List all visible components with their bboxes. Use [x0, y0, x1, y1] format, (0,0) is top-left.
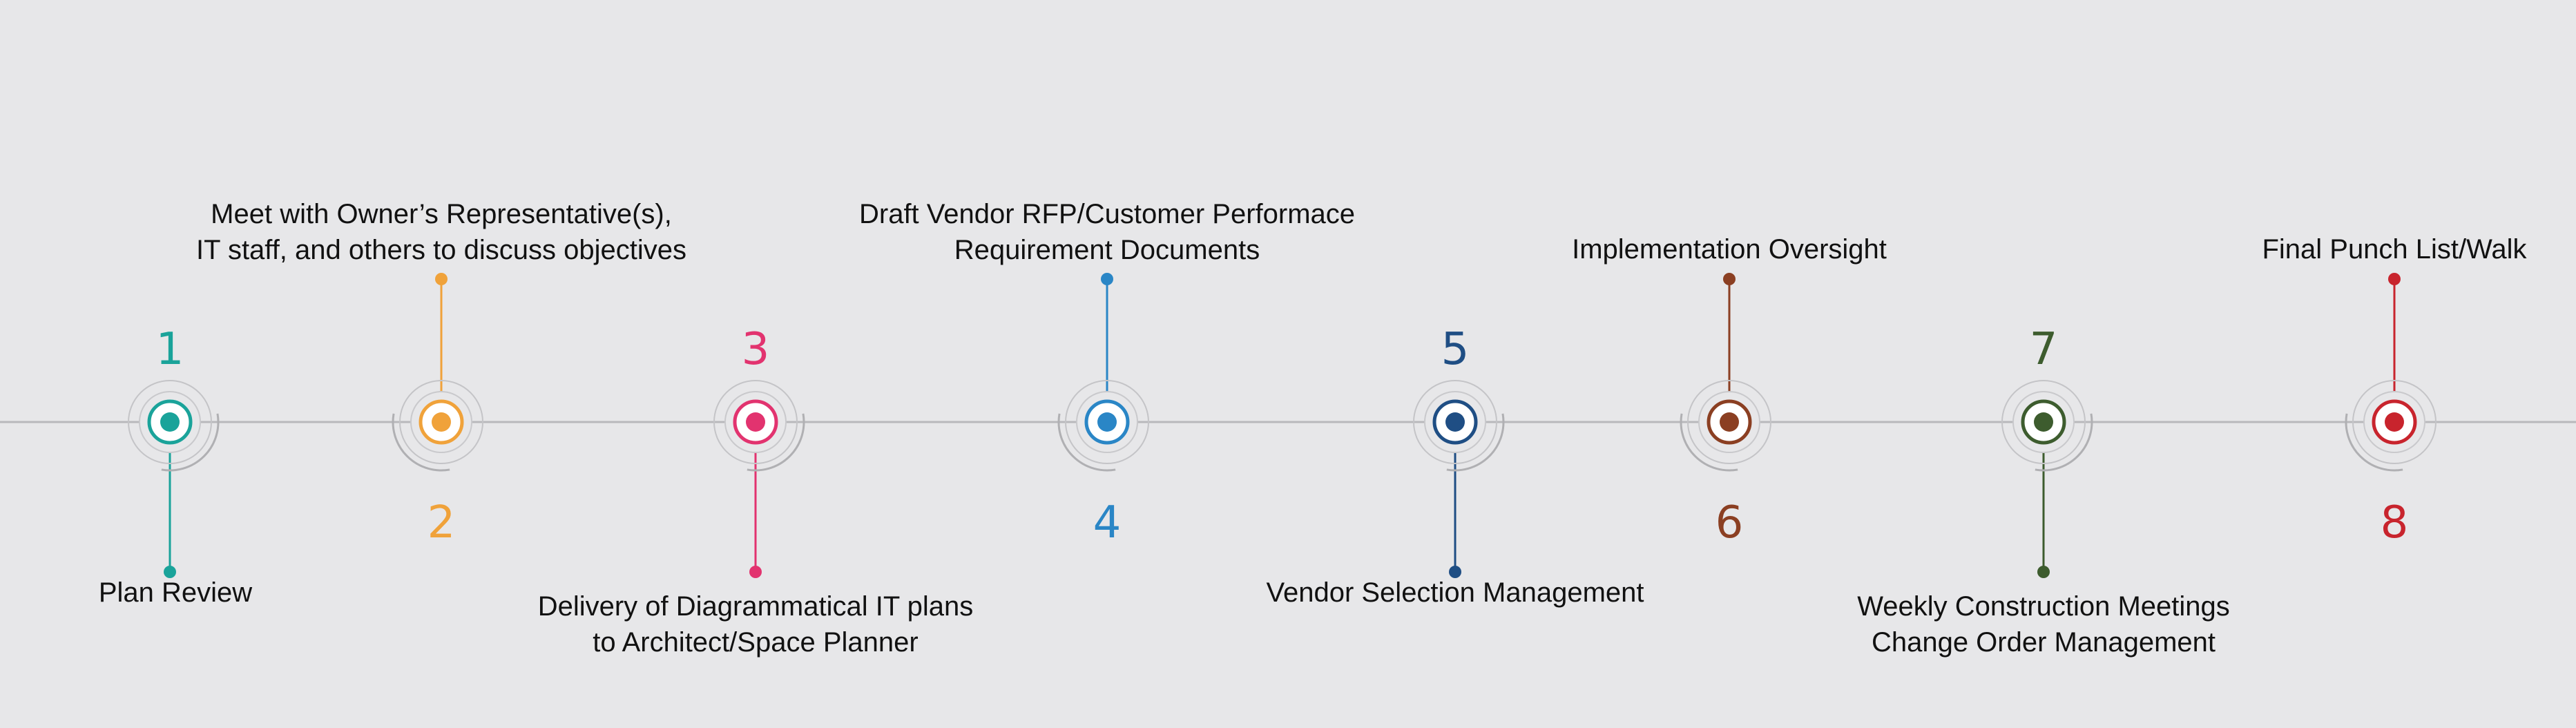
step-label: Meet with Owner’s Representative(s), IT s… [196, 196, 686, 268]
step-label-line: Final Punch List/Walk [2262, 234, 2527, 265]
step-connector-dot [1101, 273, 1113, 285]
step-number: 1 [155, 324, 184, 375]
step-label-line: Implementation Oversight [1572, 234, 1887, 265]
step-marker-dot [746, 412, 765, 432]
step-label-line: IT staff, and others to discuss objectiv… [196, 235, 686, 265]
step-marker-outer-ring [1687, 380, 1771, 464]
step-connector-dot [1449, 566, 1461, 578]
step-marker-arc [1057, 413, 1116, 472]
timeline-step-6 [1680, 273, 1771, 472]
step-label-line: Delivery of Diagrammatical IT plans [537, 591, 974, 622]
step-label: Final Punch List/Walk [2262, 231, 2526, 267]
step-connector-dot [2037, 566, 2050, 578]
step-marker-outer-ring [713, 380, 798, 464]
step-label: Delivery of Diagrammatical IT plans to Ar… [538, 588, 974, 660]
step-connector-dot [1723, 273, 1736, 285]
step-marker-dot [1445, 412, 1465, 432]
step-number: 6 [1715, 497, 1744, 548]
step-marker-outer-ring [128, 380, 212, 464]
step-number: 3 [741, 324, 770, 375]
step-label: Implementation Oversight [1572, 231, 1887, 267]
step-connector-dot [435, 273, 448, 285]
step-number: 8 [2380, 497, 2409, 548]
step-marker-arc [747, 413, 805, 472]
timeline-step-7 [2001, 380, 2093, 578]
step-marker-arc [392, 413, 450, 472]
timeline-step-2 [392, 273, 483, 472]
step-marker-dot [1097, 412, 1117, 432]
timeline-step-5 [1413, 380, 1505, 578]
step-marker-arc [1680, 413, 1738, 472]
timeline-step-8 [2345, 273, 2436, 472]
step-marker-outer-ring [2352, 380, 2436, 464]
step-number: 4 [1093, 497, 1122, 548]
step-marker-arc [1446, 413, 1505, 472]
step-connector-dot [749, 566, 762, 578]
step-number: 5 [1441, 324, 1470, 375]
step-connector-dot [2388, 273, 2401, 285]
step-marker-dot [432, 412, 451, 432]
step-label-line: Plan Review [98, 577, 253, 608]
step-marker-outer-ring [399, 380, 483, 464]
step-marker-outer-ring [1065, 380, 1149, 464]
step-number: 7 [2029, 324, 2058, 375]
step-marker-dot [160, 412, 180, 432]
timeline-step-3 [713, 380, 805, 578]
step-label-line: Meet with Owner’s Representative(s), [211, 199, 672, 229]
step-marker-dot [1720, 412, 1739, 432]
step-marker-dot [2385, 412, 2404, 432]
step-marker-arc [2035, 413, 2093, 472]
step-label: Vendor Selection Management [1266, 575, 1644, 611]
step-label-line: Vendor Selection Management [1266, 577, 1644, 608]
step-marker-arc [161, 413, 220, 472]
step-label-line: to Architect/Space Planner [593, 627, 919, 658]
step-label-line: Draft Vendor RFP/Customer Performace [858, 199, 1356, 229]
step-marker-dot [2034, 412, 2053, 432]
step-connector-dot [164, 566, 176, 578]
step-label-line: Change Order Management [1871, 627, 2216, 658]
step-label-line: Requirement Documents [954, 235, 1260, 265]
step-marker-outer-ring [2001, 380, 2086, 464]
timeline-step-4 [1057, 273, 1149, 472]
step-label: Plan Review [99, 575, 252, 611]
step-number: 2 [427, 497, 456, 548]
step-label-line: Weekly Construction Meetings [1857, 591, 2230, 622]
timeline-step-1 [128, 380, 220, 578]
step-marker-outer-ring [1413, 380, 1497, 464]
step-marker-arc [2345, 413, 2403, 472]
